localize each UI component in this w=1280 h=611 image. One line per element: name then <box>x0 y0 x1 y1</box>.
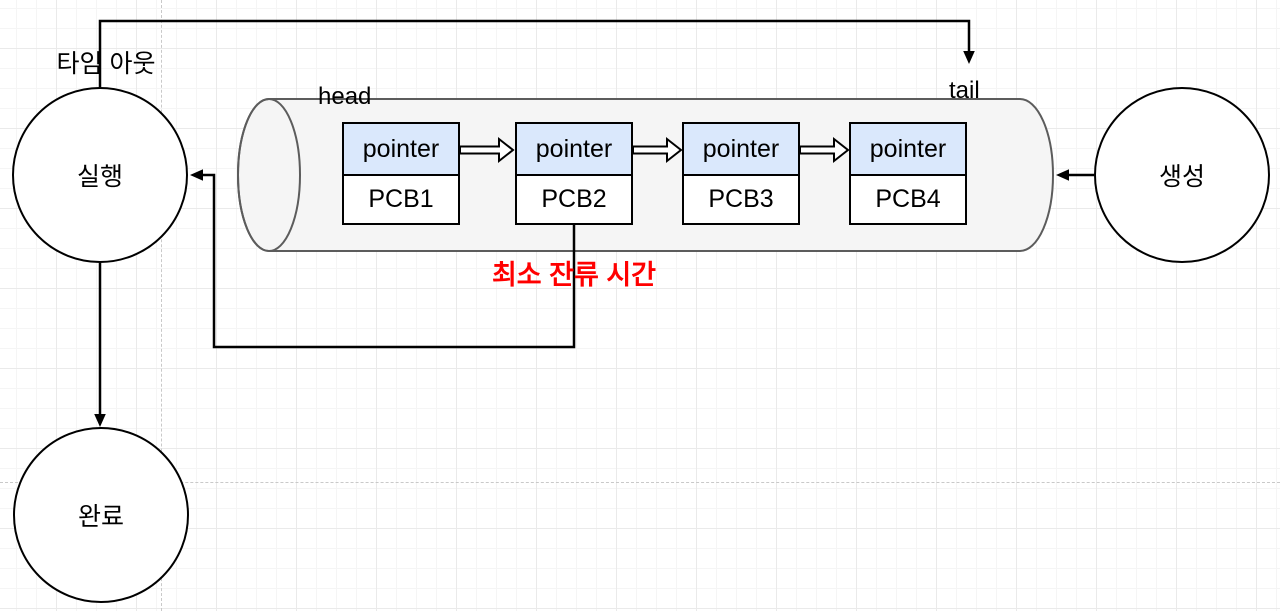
state-circle-created: 생성 <box>1094 87 1270 263</box>
pcb-node-2: pointer PCB2 <box>515 122 633 225</box>
page-guide-horizontal <box>0 482 1280 483</box>
link-arrow-icon <box>632 136 683 164</box>
pcb-node-4: pointer PCB4 <box>849 122 967 225</box>
state-label-created: 생성 <box>1158 163 1205 191</box>
pointer-cell: pointer <box>682 122 800 176</box>
link-arrow-icon <box>459 136 515 164</box>
running-to-done-connector <box>94 263 106 427</box>
arrowhead-down-icon <box>94 414 106 427</box>
arrowhead-left-icon <box>1056 169 1069 181</box>
created-to-queue-connector <box>1056 169 1094 181</box>
state-label-done: 완료 <box>77 503 124 531</box>
state-label-running: 실행 <box>76 163 123 191</box>
pointer-cell: pointer <box>849 122 967 176</box>
pointer-cell: pointer <box>515 122 633 176</box>
state-circle-done: 완료 <box>13 427 189 603</box>
head-label: head <box>318 83 372 110</box>
arrowhead-left-icon <box>190 169 203 181</box>
pointer-cell: pointer <box>342 122 460 176</box>
arrowhead-down-icon <box>963 51 975 64</box>
timeout-connector <box>98 19 975 87</box>
min-remaining-time-label: 최소 잔류 시간 <box>491 260 657 290</box>
pcb-cell: PCB2 <box>515 176 633 225</box>
pcb-cell: PCB1 <box>342 176 460 225</box>
tail-label: tail <box>949 77 980 104</box>
pcb-node-3: pointer PCB3 <box>682 122 800 225</box>
state-circle-running: 실행 <box>12 87 188 263</box>
pcb-node-1: pointer PCB1 <box>342 122 460 225</box>
timeout-label: 타임 아웃 <box>56 50 156 78</box>
queue-cylinder-face <box>237 98 301 252</box>
link-arrow-icon <box>799 136 850 164</box>
pcb-cell: PCB3 <box>682 176 800 225</box>
page-guide-vertical <box>161 0 162 611</box>
pcb-cell: PCB4 <box>849 176 967 225</box>
